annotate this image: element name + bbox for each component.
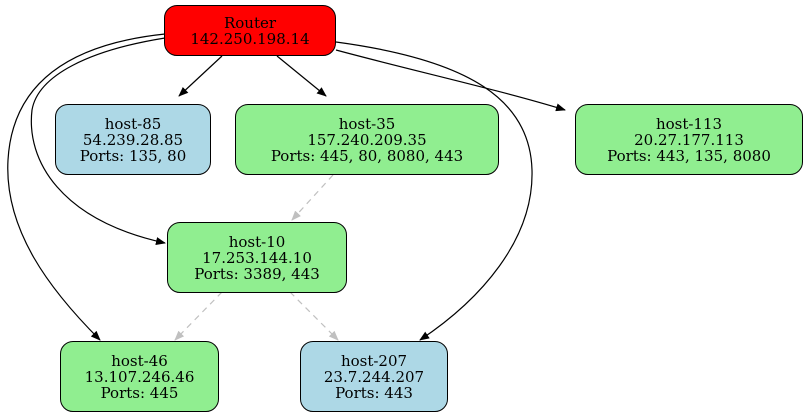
edge-host35-host10 xyxy=(291,174,334,221)
node-host-85[interactable]: host-85 54.239.28.85 Ports: 135, 80 xyxy=(55,104,211,175)
edge-router-host113 xyxy=(335,49,566,112)
edge-host10-host207 xyxy=(289,291,339,341)
node-host-85-ip: 54.239.28.85 xyxy=(82,130,184,149)
node-router-name: Router xyxy=(223,13,277,32)
node-host-10-ports: Ports: 3389, 443 xyxy=(194,264,320,283)
node-host-85-name: host-85 xyxy=(104,114,162,133)
node-host-46-ip: 13.107.246.46 xyxy=(84,367,195,386)
node-host-35-ports: Ports: 445, 80, 8080, 443 xyxy=(270,146,464,165)
node-host-46[interactable]: host-46 13.107.246.46 Ports: 445 xyxy=(60,341,219,412)
node-host-113-ip: 20.27.177.113 xyxy=(634,130,744,149)
edge-router-host46 xyxy=(7,33,166,341)
node-host-46-ports: Ports: 445 xyxy=(100,383,179,402)
node-router[interactable]: Router 142.250.198.14 xyxy=(164,5,336,56)
node-host-35-ip: 157.240.209.35 xyxy=(307,130,427,149)
node-host-113-ports: Ports: 443, 135, 8080 xyxy=(607,146,771,165)
node-host-35-name: host-35 xyxy=(338,114,396,133)
edge-host10-host46 xyxy=(174,291,223,341)
node-host-113-name: host-113 xyxy=(655,114,723,133)
node-host-207-ports: Ports: 443 xyxy=(335,383,413,402)
edge-router-host85 xyxy=(178,55,223,97)
node-host-10-name: host-10 xyxy=(228,232,286,251)
edge-router-host207 xyxy=(335,41,533,341)
node-host-207-ip: 23.7.244.207 xyxy=(323,367,425,386)
node-host-113[interactable]: host-113 20.27.177.113 Ports: 443, 135, … xyxy=(575,104,803,175)
node-host-85-ports: Ports: 135, 80 xyxy=(79,146,187,165)
node-host-46-name: host-46 xyxy=(111,351,168,370)
node-router-ip: 142.250.198.14 xyxy=(190,29,310,48)
node-host-10[interactable]: host-10 17.253.144.10 Ports: 3389, 443 xyxy=(167,222,347,293)
node-host-10-ip: 17.253.144.10 xyxy=(202,248,312,267)
edge-router-host35 xyxy=(276,55,327,97)
node-host-207-name: host-207 xyxy=(340,351,408,370)
edge-router-host10 xyxy=(30,37,166,245)
node-host-207[interactable]: host-207 23.7.244.207 Ports: 443 xyxy=(300,341,448,412)
node-host-35[interactable]: host-35 157.240.209.35 Ports: 445, 80, 8… xyxy=(235,104,499,175)
